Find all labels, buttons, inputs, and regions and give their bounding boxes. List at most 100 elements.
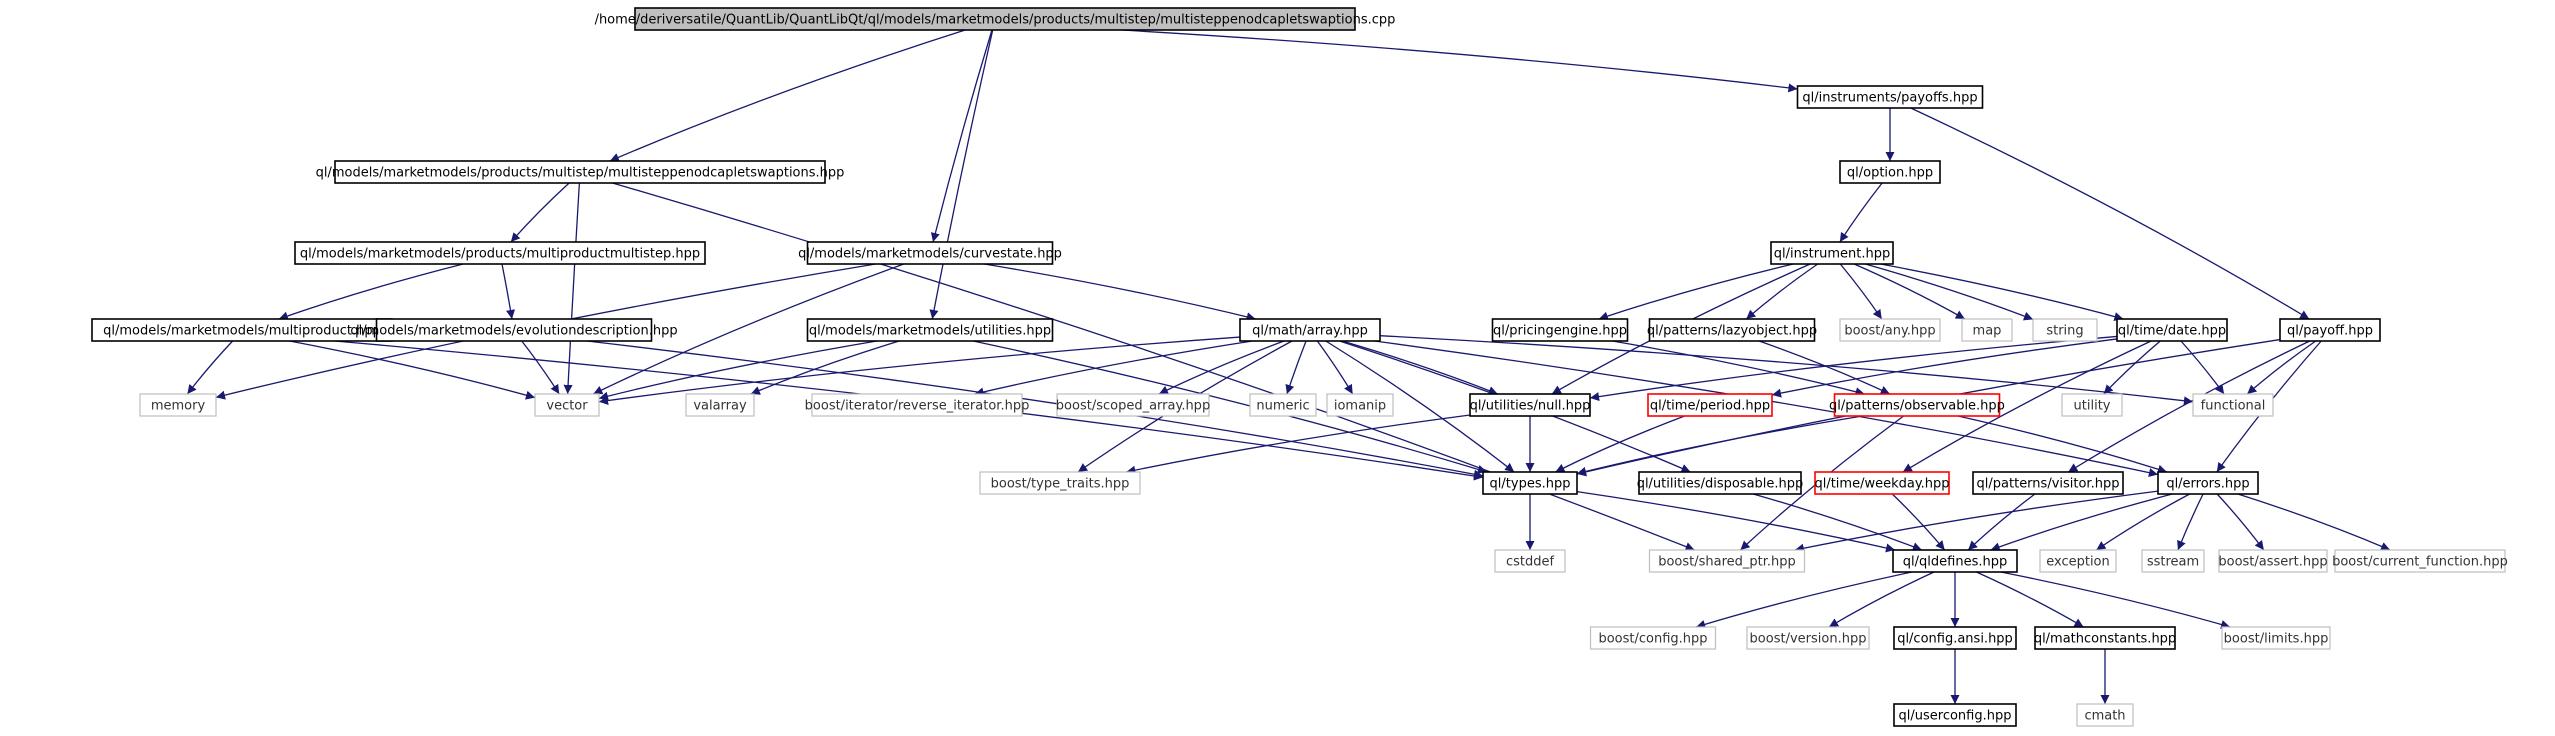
node-iomanip[interactable]: iomanip	[1326, 393, 1394, 417]
node-instrument[interactable]: ql/instrument.hpp	[1770, 241, 1894, 265]
edge-observable-to-errors	[1957, 415, 2168, 474]
node-label: boost/shared_ptr.hpp	[1658, 555, 1796, 570]
node-observable[interactable]: ql/patterns/observable.hpp	[1829, 393, 2005, 417]
node-box	[2076, 703, 2134, 727]
node-label: string	[2046, 324, 2083, 339]
node-box	[334, 160, 826, 184]
edge-multiproduct-to-memory	[186, 340, 234, 395]
node-array[interactable]: ql/math/array.hpp	[1239, 318, 1381, 342]
edge-period-to-types	[1555, 415, 1685, 473]
node-revit[interactable]: boost/iterator/reverse_iterator.hpp	[805, 393, 1030, 417]
node-limits[interactable]: boost/limits.hpp	[2221, 626, 2331, 650]
node-box	[1589, 626, 1717, 650]
node-box	[2279, 318, 2381, 342]
node-label: ql/models/marketmodels/utilities.hpp	[809, 324, 1051, 339]
node-root[interactable]: /home/deriversatile/QuantLib/QuantLibQt/…	[595, 7, 1396, 31]
node-sstream[interactable]: sstream	[2141, 549, 2205, 573]
node-memory[interactable]: memory	[139, 393, 217, 417]
node-configansi[interactable]: ql/config.ansi.hpp	[1893, 626, 2017, 650]
edge-array-to-scopedarray	[1158, 340, 1285, 395]
edge-root-to-utilities	[929, 29, 994, 320]
edge-qldefines-to-config	[1695, 571, 1912, 629]
edge-array-to-errors	[1374, 340, 2159, 478]
node-box	[1648, 318, 1816, 342]
node-null[interactable]: ql/utilities/null.hpp	[1469, 393, 1591, 417]
edge-array-to-vector	[598, 336, 1241, 406]
node-userconfig[interactable]: ql/userconfig.hpp	[1893, 703, 2017, 727]
node-box	[1491, 318, 1629, 342]
node-period[interactable]: ql/time/period.hpp	[1647, 393, 1773, 417]
node-box	[2157, 471, 2259, 495]
node-weekday[interactable]: ql/time/weekday.hpp	[1814, 471, 1950, 495]
node-errors[interactable]: ql/errors.hpp	[2157, 471, 2259, 495]
edge-utilities-to-valarray	[750, 340, 900, 395]
node-payoffs_hpp[interactable]: ql/instruments/payoffs.hpp	[1796, 85, 1984, 109]
node-label: sstream	[2147, 555, 2199, 570]
node-disposable[interactable]: ql/utilities/disposable.hpp	[1637, 471, 1804, 495]
node-version[interactable]: boost/version.hpp	[1746, 626, 1870, 650]
node-label: iomanip	[1334, 399, 1386, 414]
nodes-layer: /home/deriversatile/QuantLib/QuantLibQt/…	[91, 7, 2508, 727]
node-curfunc[interactable]: boost/current_function.hpp	[2332, 549, 2508, 573]
node-utility[interactable]: utility	[2061, 393, 2123, 417]
edge-disposable-to-qldefines	[1752, 493, 1923, 551]
edge-pricingengine-to-observable	[1612, 340, 1865, 397]
node-evolution[interactable]: ql/models/marketmodels/evolutiondescript…	[350, 318, 678, 342]
edge-evolution-to-types	[586, 340, 1484, 479]
edge-errors-to-sharedptr	[1794, 490, 2159, 553]
node-qldefines[interactable]: ql/qldefines.hpp	[1892, 549, 2018, 573]
node-label: memory	[151, 399, 206, 414]
node-pricingengine[interactable]: ql/pricingengine.hpp	[1491, 318, 1629, 342]
node-payoff[interactable]: ql/payoff.hpp	[2279, 318, 2381, 342]
node-cstddef[interactable]: cstddef	[1494, 549, 1566, 573]
node-utilities[interactable]: ql/models/marketmodels/utilities.hpp	[806, 318, 1054, 342]
node-vector[interactable]: vector	[534, 393, 600, 417]
node-map[interactable]: map	[1961, 318, 2013, 342]
node-label: ql/instrument.hpp	[1774, 247, 1890, 262]
node-types[interactable]: ql/types.hpp	[1482, 471, 1578, 495]
node-mpms[interactable]: ql/models/marketmodels/products/multipro…	[294, 241, 706, 265]
node-functional[interactable]: functional	[2192, 393, 2274, 417]
node-any[interactable]: boost/any.hpp	[1839, 318, 1941, 342]
edge-weekday-to-qldefines	[1891, 493, 1946, 551]
node-label: ql/userconfig.hpp	[1899, 709, 2012, 724]
edge-qldefines-to-version	[1828, 571, 1935, 628]
node-scopedarray[interactable]: boost/scoped_array.hpp	[1056, 393, 1210, 417]
node-cmath[interactable]: cmath	[2076, 703, 2134, 727]
node-label: boost/type_traits.hpp	[991, 477, 1130, 492]
node-lazyobject[interactable]: ql/patterns/lazyobject.hpp	[1647, 318, 1817, 342]
node-typetraits[interactable]: boost/type_traits.hpp	[979, 471, 1141, 495]
node-box	[2116, 318, 2228, 342]
node-box	[806, 241, 1054, 265]
node-curvestate[interactable]: ql/models/marketmodels/curvestate.hpp	[798, 241, 1062, 265]
edge-curvestate-to-vector	[592, 263, 904, 395]
node-label: ql/patterns/visitor.hpp	[1977, 477, 2120, 492]
edge-null-to-typetraits	[1126, 414, 1471, 475]
node-string[interactable]: string	[2032, 318, 2098, 342]
node-valarray[interactable]: valarray	[685, 393, 755, 417]
node-multiproduct[interactable]: ql/models/marketmodels/multiproduct.hpp	[91, 318, 393, 342]
node-numeric[interactable]: numeric	[1249, 393, 1317, 417]
edge-mpms-to-multiproduct	[278, 263, 464, 321]
node-mathconst[interactable]: ql/mathconstants.hpp	[2034, 626, 2176, 650]
node-label: boost/scoped_array.hpp	[1056, 399, 1210, 414]
edge-array-to-revit	[974, 340, 1253, 397]
node-exception[interactable]: exception	[2039, 549, 2117, 573]
node-config[interactable]: boost/config.hpp	[1589, 626, 1717, 650]
node-option[interactable]: ql/option.hpp	[1839, 160, 1941, 184]
node-box	[1770, 241, 1894, 265]
node-date[interactable]: ql/time/date.hpp	[2116, 318, 2228, 342]
node-visitor[interactable]: ql/patterns/visitor.hpp	[1972, 471, 2124, 495]
node-label: boost/current_function.hpp	[2332, 555, 2508, 570]
node-mspcs_hpp[interactable]: ql/models/marketmodels/products/multiste…	[316, 160, 845, 184]
node-label: boost/limits.hpp	[2224, 632, 2329, 647]
node-label: cmath	[2084, 709, 2125, 724]
edge-date-to-period	[1771, 338, 2118, 398]
node-box	[534, 393, 600, 417]
node-assert[interactable]: boost/assert.hpp	[2218, 549, 2328, 573]
node-sharedptr[interactable]: boost/shared_ptr.hpp	[1648, 549, 1806, 573]
node-box	[1482, 471, 1578, 495]
edge-instrument-to-map	[1853, 263, 1966, 320]
edge-date-to-null	[1589, 335, 2118, 402]
node-label: ql/payoff.hpp	[2287, 324, 2373, 339]
